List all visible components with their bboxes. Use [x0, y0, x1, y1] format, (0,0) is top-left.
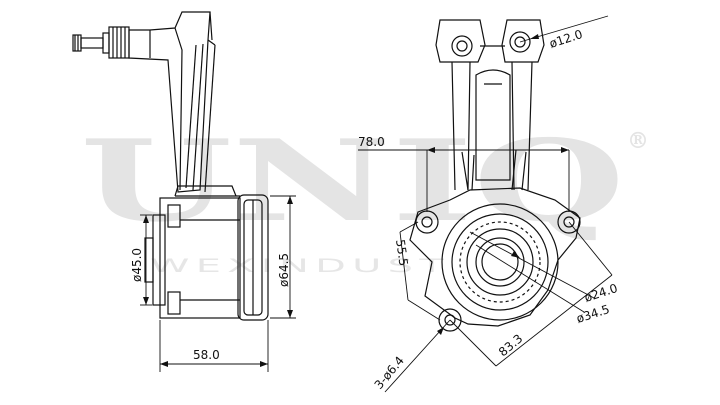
front-view-dimensions — [358, 15, 613, 393]
dim-diameter-45: ø45.0 — [130, 248, 144, 282]
dim-height-55-5: 55.5 — [393, 238, 411, 266]
bearing-body — [152, 185, 241, 319]
bleed-fitting — [72, 26, 130, 59]
dim-diameter-64-5: ø64.5 — [277, 253, 291, 287]
vertical-columns — [451, 61, 533, 191]
dim-holes-3x6-4: 3-ø6.4 — [372, 354, 407, 392]
side-view-dimensions — [140, 195, 296, 372]
avito-text: Avito — [639, 369, 694, 391]
avito-watermark: Avito — [610, 365, 694, 391]
dim-width-78: 78.0 — [358, 135, 385, 149]
avito-logo-icon — [612, 375, 622, 385]
watermark-tagline: WEXINDUST — [150, 255, 450, 277]
dim-diameter-12: ø12.0 — [548, 27, 585, 51]
watermark-brand: UNIQ — [80, 116, 625, 247]
front-view — [409, 19, 581, 332]
mounting-ears — [435, 19, 545, 63]
release-flange — [237, 194, 269, 321]
dim-length-83-3: 83.3 — [496, 331, 525, 359]
dim-diameter-24: ø24.0 — [583, 281, 620, 305]
bearing-rings — [441, 203, 559, 321]
dim-length-58: 58.0 — [193, 348, 220, 362]
side-view — [72, 11, 269, 321]
dim-diameter-34-5: ø34.5 — [575, 302, 612, 326]
watermark: UNIQ ® WEXINDUST — [80, 116, 649, 277]
watermark-registered-mark: ® — [627, 128, 649, 154]
